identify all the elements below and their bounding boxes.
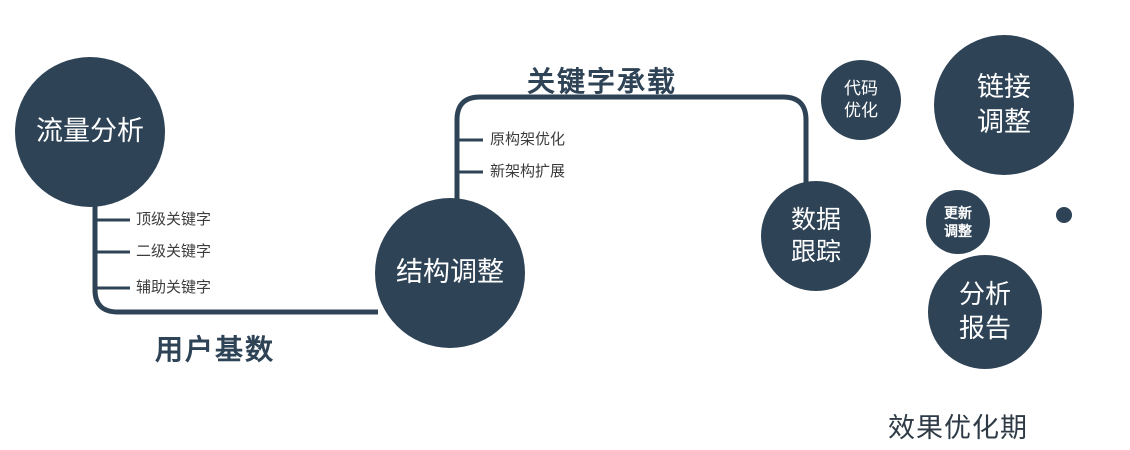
node-link-adjustment-line1: 链接: [977, 71, 1031, 102]
tick-label-new-architecture: 新架构扩展: [490, 163, 566, 180]
node-data-tracking-line2: 跟踪: [790, 238, 841, 266]
node-analysis-report-line1: 分析: [958, 279, 1011, 310]
tick-label-top-keywords: 顶级关键字: [136, 211, 212, 228]
node-analysis-report: 分析 报告: [928, 255, 1042, 369]
connector-structure-to-tracking: [454, 94, 809, 203]
node-data-tracking-line1: 数据: [790, 205, 841, 234]
tick-label-auxiliary-keywords: 辅助关键字: [136, 279, 212, 296]
footer-label-effect-optimization: 效果优化期: [888, 413, 1028, 443]
edge-label-keyword-bearing: 关键字承载: [527, 66, 678, 97]
edge-label-user-base: 用户基数: [155, 334, 276, 365]
node-update-adjustment: 更新 调整: [926, 190, 990, 254]
node-link-adjustment: 链接 调整: [934, 35, 1074, 175]
dot-bullet: [1056, 207, 1072, 223]
node-update-adjustment-line2: 调整: [944, 223, 972, 239]
node-code-optimization: 代码 优化: [821, 60, 901, 140]
node-structure-adjustment-label: 结构调整: [396, 257, 504, 288]
node-data-tracking: 数据 跟踪: [761, 181, 871, 291]
node-link-adjustment-line2: 调整: [977, 107, 1031, 137]
tick-label-second-keywords: 二级关键字: [136, 243, 212, 260]
node-code-optimization-line1: 代码: [844, 78, 878, 98]
node-code-optimization-line2: 优化: [844, 101, 878, 120]
tick-label-original-architecture: 原构架优化: [490, 131, 566, 148]
node-traffic-analysis-label: 流量分析: [36, 116, 144, 147]
node-traffic-analysis: 流量分析: [15, 57, 165, 207]
node-update-adjustment-line1: 更新: [944, 204, 972, 221]
node-analysis-report-line2: 报告: [958, 313, 1011, 343]
connector-traffic-to-structure: [92, 195, 378, 315]
node-structure-adjustment: 结构调整: [375, 198, 525, 348]
